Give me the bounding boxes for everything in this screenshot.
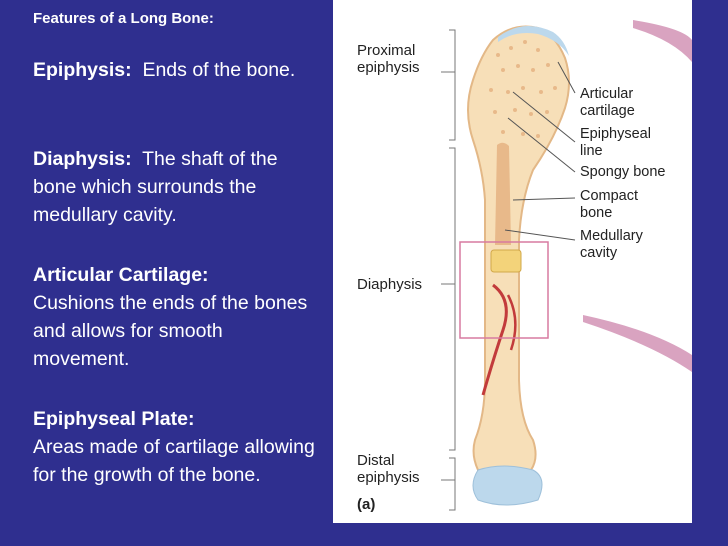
term-articular-cartilage: Articular Cartilage: <box>33 264 209 286</box>
articular-cartilage-definition: Articular Cartilage: Cushions the ends o… <box>33 261 323 373</box>
label-epiphyseal-line: Epiphyseal line <box>580 126 651 159</box>
callout-arc-bottom <box>583 315 692 372</box>
label-spongy-bone: Spongy bone <box>580 164 666 180</box>
callout-box <box>459 241 549 339</box>
diaphysis-definition: Diaphysis: The shaft of the bone which s… <box>33 145 323 229</box>
desc-epiphyseal-plate: Areas made of cartilage allowing for the… <box>33 436 315 486</box>
term-diaphysis: Diaphysis: <box>33 148 132 170</box>
desc-diaphysis: The shaft of the bone which surrounds th… <box>33 148 278 226</box>
desc-articular-cartilage: Cushions the ends of the bones and allow… <box>33 292 308 370</box>
epiphysis-definition: Epiphysis: Ends of the bone. <box>33 56 323 84</box>
text-panel: Features of a Long Bone: Epiphysis: Ends… <box>0 0 330 546</box>
articular-cartilage-cap <box>498 26 569 56</box>
epiphyseal-plate-definition: Epiphyseal Plate: Areas made of cartilag… <box>33 405 323 489</box>
label-distal-epiphysis: Distal epiphysis <box>357 452 420 486</box>
slide-title: Features of a Long Bone: <box>33 10 214 27</box>
distal-bracket <box>441 457 456 511</box>
label-diaphysis: Diaphysis <box>357 276 423 293</box>
label-panel-letter: (a) <box>357 496 376 513</box>
distal-cartilage <box>472 465 543 506</box>
bone-shaft <box>467 25 570 471</box>
term-epiphysis: Epiphysis: <box>33 59 132 81</box>
label-articular-cartilage: Articular cartilage <box>580 86 635 119</box>
label-proximal-epiphysis: Proximal epiphysis <box>357 42 420 76</box>
diaphysis-bracket <box>441 147 456 451</box>
medullary-cavity <box>495 142 511 245</box>
label-compact-bone: Compact bone <box>580 188 639 221</box>
blood-vessel-branch <box>506 294 517 351</box>
bone-figure: Proximal epiphysis Diaphysis Distal epip… <box>333 0 692 523</box>
proximal-bracket <box>441 29 456 141</box>
leader-lines <box>504 61 576 241</box>
term-epiphyseal-plate: Epiphyseal Plate: <box>33 408 195 430</box>
long-bone-illustration <box>441 20 692 511</box>
callout-arc-top <box>633 20 692 62</box>
bone-cutaway <box>490 249 522 273</box>
label-medullary-cavity: Medullary cavity <box>580 228 643 261</box>
spongy-bone-texture <box>489 40 557 138</box>
blood-vessel <box>481 283 508 396</box>
desc-epiphysis: Ends of the bone. <box>142 59 296 81</box>
